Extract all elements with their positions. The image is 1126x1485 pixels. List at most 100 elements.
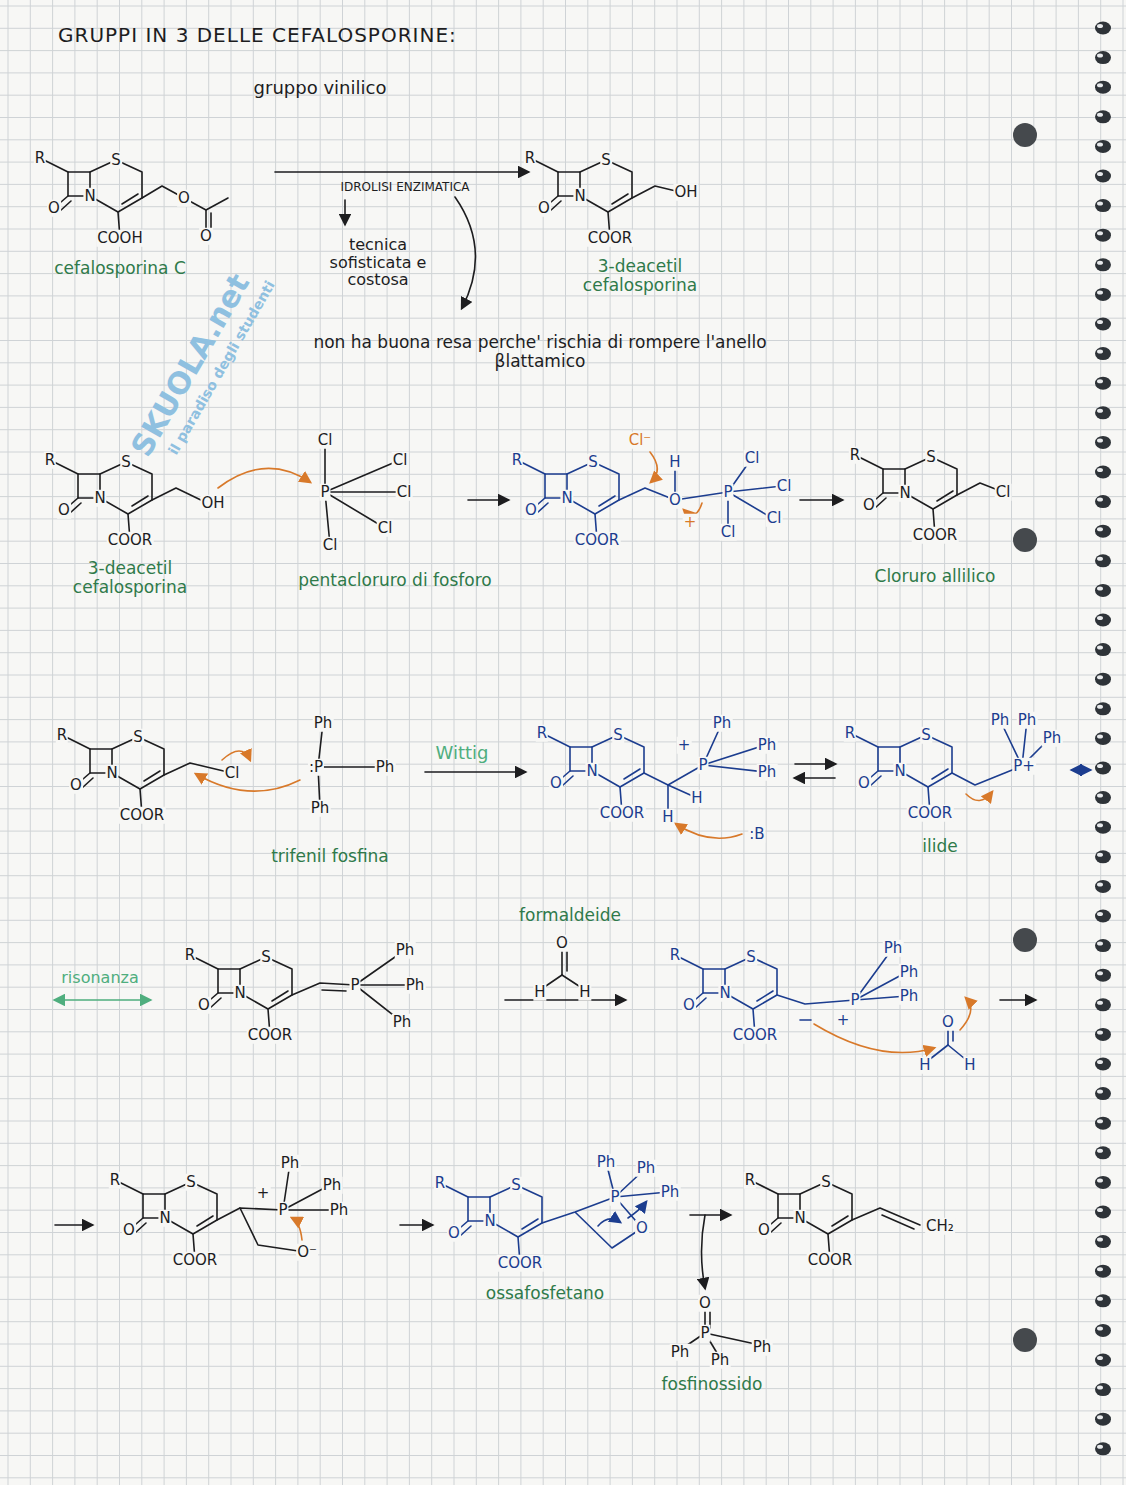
bond-line [703,765,765,772]
grid-line [0,318,1126,319]
spiral-highlight [1097,853,1103,857]
grid-line [0,6,1126,7]
grid-line [0,229,1126,230]
atom-label: Ph [670,1344,691,1361]
grid-line [0,162,1126,163]
atom-label: S [612,727,624,744]
spiral-highlight [1097,527,1103,531]
atom-label: P [722,484,733,501]
spiral-highlight [1097,764,1103,768]
atom-label: S [510,1177,522,1194]
grid-line [97,0,98,1485]
compound-name: trifenil fosfina [270,847,390,866]
spiral-highlight [1097,616,1103,620]
spiral-highlight [1097,24,1103,28]
spiral-ring [1095,1206,1111,1219]
atom-label: H [578,984,591,1001]
atom-label: R [511,452,523,469]
atom-label: COOR [587,230,634,247]
arrow-label: risonanza [61,969,138,987]
atom-label: Cl [744,450,761,467]
atom-label: O [69,777,83,794]
atom-label: N [893,763,906,780]
atom-label: O [47,200,61,217]
bond-line [122,194,138,204]
spiral-ring [1095,673,1111,686]
spiral-highlight [1097,1386,1103,1390]
bond-line [217,1208,283,1220]
atom-label: P [349,977,360,994]
grid-line [119,0,120,1485]
spiral-ring [1095,910,1111,923]
atom-label: Ph [280,1155,301,1172]
atom-label: O [197,997,211,1014]
atom-label: :B [748,826,765,843]
spiral-highlight [1097,350,1103,354]
atom-label: R [524,150,536,167]
reaction-arrow [222,751,250,760]
grid-line [587,0,588,1485]
spiral-highlight [1097,468,1103,472]
punch-hole [1013,528,1037,552]
grid-line [431,0,432,1485]
spiral-highlight [1097,83,1103,87]
spiral-highlight [1097,202,1103,206]
bond-line [272,991,288,1001]
grid-line [0,1321,1126,1322]
grid-line [0,50,1126,51]
reaction-arrow [1072,769,1090,771]
spiral-ring [1095,110,1111,123]
grid-line [699,0,700,1485]
spiral-highlight [1097,498,1103,502]
reaction-arrow [275,171,528,173]
grid-line [0,1143,1126,1144]
atom-label: N [573,188,586,205]
reaction-arrow [814,1024,934,1053]
grid-line [1033,0,1034,1485]
spiral-highlight [1097,1267,1103,1271]
spiral-ring [1095,51,1111,64]
atom-label: Ph [752,1339,773,1356]
atom-label: Ph [375,759,396,776]
atom-label: O⁻ [296,1244,318,1261]
atom-label: Ph [405,977,426,994]
spiral-highlight [1097,912,1103,916]
atom-label: N [233,985,246,1002]
atom-label: + [256,1185,271,1202]
atom-label: S [600,152,612,169]
atom-label: N [585,763,598,780]
spiral-highlight [1097,172,1103,176]
spiral-highlight [1097,409,1103,413]
grid-line [743,0,744,1485]
atom-label: R [669,947,681,964]
spiral-highlight [1097,438,1103,442]
atom-label: N [898,485,911,502]
bond-line [60,201,71,211]
spiral-ring [1095,969,1111,982]
note-text: non ha buona resa perche' rischia di rom… [305,333,775,370]
bond-line [695,998,706,1008]
spiral-ring [1095,939,1111,952]
atom-label: Cl [317,432,334,449]
bond-line [325,491,402,493]
atom-label: Ph [712,715,733,732]
spiral-highlight [1097,54,1103,58]
bond-line [800,1019,811,1021]
atom-label: N [560,490,573,507]
compound-name: fosfinossido [662,1375,763,1394]
spiral-highlight [1097,794,1103,798]
atom-label: Cl [377,520,394,537]
reaction-arrow [1000,999,1035,1001]
grid-line [654,0,655,1485]
bond-line [522,1219,538,1229]
bond-line [550,201,561,211]
reaction-name: Wittig [436,743,489,763]
atom-label: R [34,150,46,167]
spiral-highlight [1097,586,1103,590]
atom-label: O [177,190,191,207]
atom-label: R [434,1175,446,1192]
spiral-ring [1095,525,1111,538]
grid-line [275,0,276,1485]
atom-label: COOR [119,807,166,824]
